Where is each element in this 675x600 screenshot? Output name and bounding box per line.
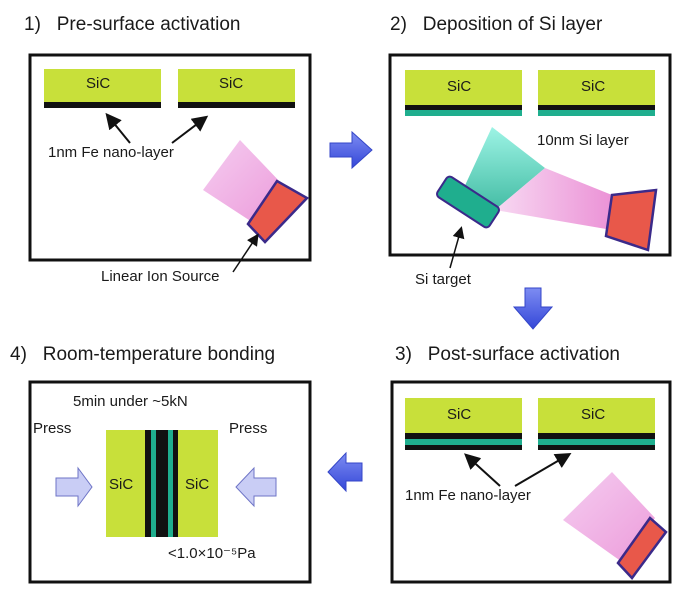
panel-4-title: 4) Room-temperature bonding — [10, 344, 276, 365]
sic-wafer — [405, 70, 522, 105]
press-arrow-left-icon — [235, 466, 277, 508]
sic-wafer — [106, 430, 151, 537]
sic-wafer — [178, 430, 218, 537]
sic-wafer — [538, 398, 655, 433]
sic-label: SiC — [581, 406, 606, 423]
flow-arrow-right-icon — [329, 130, 373, 170]
pressure-label: <1.0×10⁻⁵Pa — [168, 545, 256, 562]
ion-source — [604, 188, 658, 252]
ion-beam — [495, 168, 612, 230]
sic-label: SiC — [447, 78, 472, 95]
si-layer — [168, 430, 173, 537]
fe-layer-label: 1nm Fe nano-layer — [48, 144, 174, 161]
sic-wafer — [538, 70, 655, 105]
fe-layer — [538, 433, 655, 439]
sic-wafer — [44, 69, 161, 102]
si-layer-label: 10nm Si layer — [537, 132, 629, 149]
sic-label: SiC — [447, 406, 472, 423]
si-layer — [405, 439, 522, 445]
bonding-condition-label: 5min under ~5kN — [73, 393, 188, 410]
fe-layer — [405, 445, 522, 450]
sic-wafer — [405, 398, 522, 433]
panel-1-title: 1) Pre-surface activation — [24, 14, 241, 35]
fe-layer — [173, 430, 178, 537]
press-left-label: Press — [33, 420, 72, 437]
flow-arrow-down-icon — [512, 287, 554, 330]
fe-layer — [145, 430, 151, 537]
fe-layer — [405, 433, 522, 439]
sic-label: SiC — [86, 75, 111, 92]
sic-label: SiC — [219, 75, 244, 92]
si-layer — [151, 430, 156, 537]
pointer-arrow — [105, 112, 131, 144]
fe-layer — [538, 105, 655, 110]
sic-label: SiC — [109, 476, 134, 493]
sic-label: SiC — [581, 78, 606, 95]
panel-3-title: 3) Post-surface activation — [395, 344, 620, 365]
pointer-arrow — [449, 226, 465, 269]
fe-layer — [178, 102, 295, 108]
fe-layer-label: 1nm Fe nano-layer — [405, 487, 531, 504]
si-layer — [538, 110, 655, 116]
sic-label: SiC — [185, 476, 210, 493]
si-sputter-plume — [462, 127, 545, 210]
si-target-label: Si target — [415, 271, 471, 288]
sic-wafer — [178, 69, 295, 102]
panel-2-title: 2) Deposition of Si layer — [390, 14, 603, 35]
ion-beam — [563, 472, 655, 562]
si-target — [435, 175, 501, 229]
press-right-label: Press — [229, 420, 268, 437]
pointer-arrow — [171, 115, 209, 144]
fe-layer — [44, 102, 161, 108]
ion-source-label: Linear Ion Source — [101, 268, 220, 285]
si-layer — [405, 110, 522, 116]
ion-source — [246, 179, 310, 244]
fe-layer — [405, 105, 522, 110]
fe-layer — [538, 445, 655, 450]
ion-source — [616, 516, 668, 580]
fe-layer — [156, 430, 168, 537]
si-layer — [538, 439, 655, 445]
flow-arrow-left-icon — [327, 451, 363, 493]
pointer-arrow — [464, 453, 501, 487]
pointer-arrow — [232, 233, 259, 273]
press-arrow-right-icon — [55, 466, 93, 508]
pointer-arrow — [514, 452, 572, 487]
